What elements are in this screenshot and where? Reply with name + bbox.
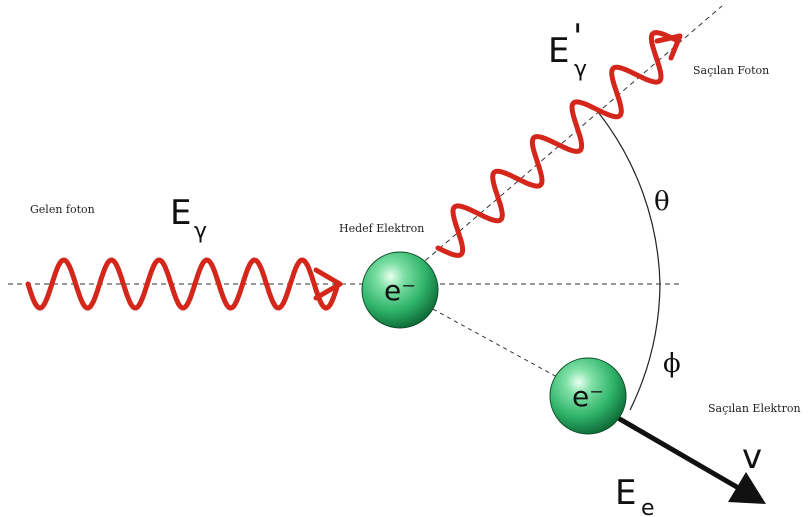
incoming-photon-label: Gelen foton bbox=[30, 203, 95, 216]
scattered-photon-arrowhead bbox=[654, 33, 683, 61]
velocity-symbol: v bbox=[742, 437, 762, 477]
incoming-energy-symbol: E bbox=[170, 193, 191, 233]
scattered-electron-sphere bbox=[549, 357, 627, 435]
scattered-photon-wave bbox=[435, 30, 679, 258]
incoming-photon-wave bbox=[25, 257, 341, 311]
incoming-photon-arrowhead bbox=[313, 267, 343, 301]
scattered-electron-label: Saçılan Elektron bbox=[708, 402, 801, 415]
scattered-energy-prime: ' bbox=[573, 17, 582, 57]
scattered-photon-label: Saçılan Foton bbox=[693, 64, 769, 77]
phi-angle-arc bbox=[629, 283, 661, 411]
velocity-arrowhead bbox=[728, 472, 766, 504]
scattered-energy-symbol: E bbox=[548, 31, 569, 71]
scattered-photon-direction-dashed-line bbox=[397, 5, 723, 285]
theta-symbol: θ bbox=[654, 187, 670, 217]
incoming-energy-subscript: γ bbox=[194, 219, 207, 244]
electron-energy-symbol: E bbox=[615, 473, 636, 513]
electron-energy-subscript: e bbox=[641, 496, 655, 517]
target-electron-sphere bbox=[361, 251, 439, 329]
phi-symbol: ϕ bbox=[663, 349, 681, 379]
scattered-electron-charge: e⁻ bbox=[572, 380, 604, 413]
velocity-arrow-shaft bbox=[615, 415, 745, 493]
scattered-energy-subscript: γ bbox=[574, 57, 587, 82]
theta-angle-arc bbox=[597, 111, 661, 285]
target-electron-label: Hedef Elektron bbox=[339, 222, 424, 235]
target-electron-charge: e⁻ bbox=[384, 274, 416, 307]
